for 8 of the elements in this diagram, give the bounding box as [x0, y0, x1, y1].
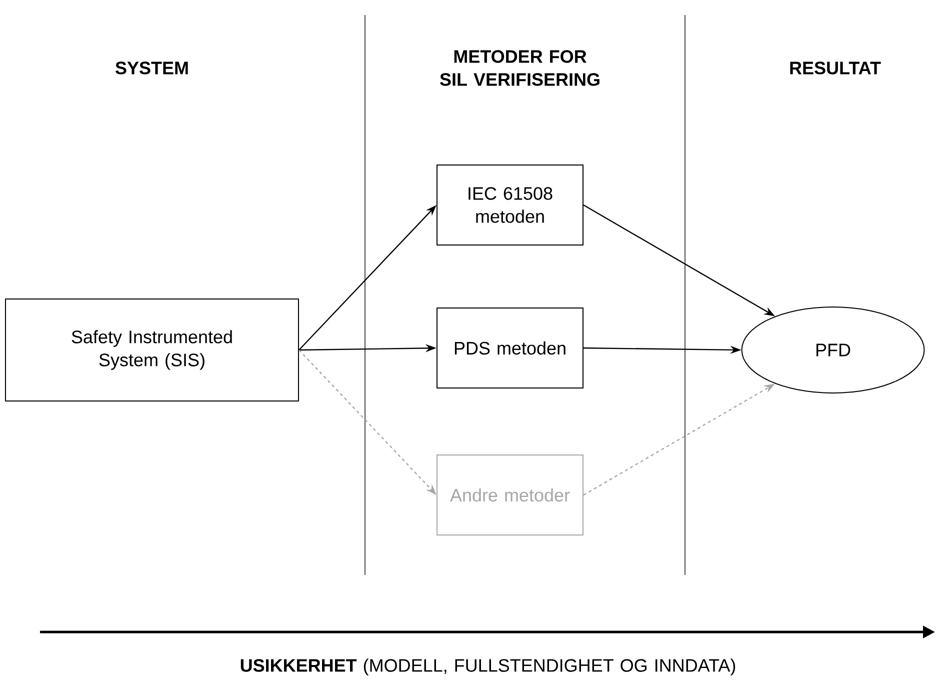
column-heading: SYSTEM — [116, 62, 188, 74]
process-box: Andre metoder — [436, 454, 584, 536]
axis-label: USIKKERHET (MODELL, FULLSTENDIGHET OG INNDATA) — [240, 658, 736, 676]
process-box: PDS metoden — [436, 308, 584, 388]
column-heading: METODER FOR SIL VERIFISERING — [440, 50, 600, 86]
column-heading: RESULTAT — [790, 62, 881, 74]
process-box: Safety Instrumented System (SIS) — [5, 298, 299, 402]
process-box: IEC 61508 metoden — [436, 164, 584, 246]
